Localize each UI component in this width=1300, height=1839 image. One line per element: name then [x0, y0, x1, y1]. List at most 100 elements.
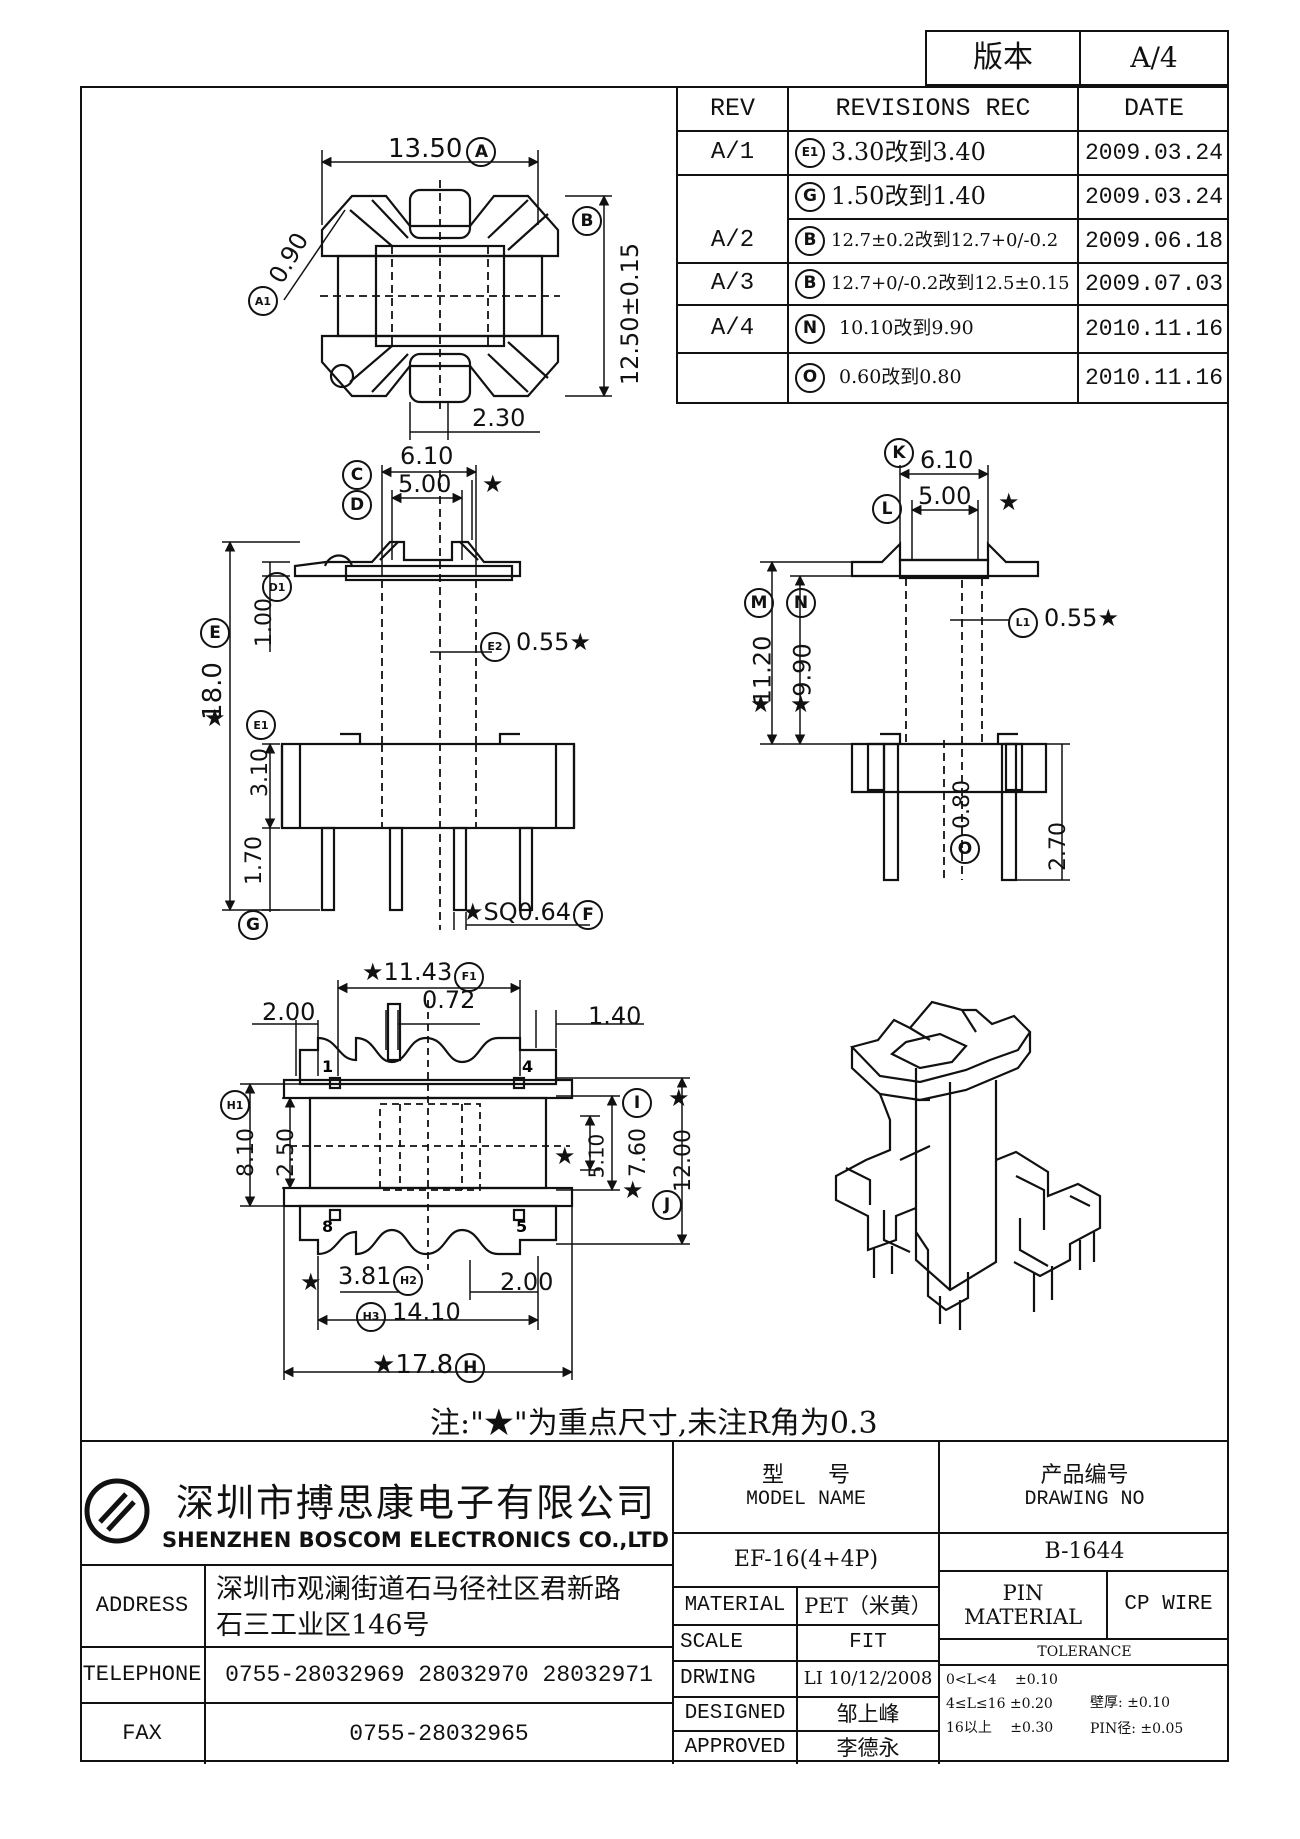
- rec-row-2: G 1.50改到1.40: [789, 176, 1083, 218]
- dim-bottom-f1-star: ★: [362, 958, 384, 986]
- rec-row-2-text: 1.50改到1.40: [831, 182, 986, 211]
- rev-row-3: A/2: [710, 227, 755, 255]
- dim-bottom-j-marker: J: [652, 1190, 688, 1220]
- scale-label: SCALE: [680, 1630, 744, 1654]
- dim-front-e-star: ★: [204, 704, 226, 732]
- dim-a1: 0.90: [263, 228, 314, 288]
- dim-side-l: 5.00: [918, 482, 972, 510]
- date-row-1: 2009.03.24: [1084, 139, 1224, 166]
- pin-8: 8: [322, 1217, 333, 1236]
- dim-bottom-left: 2.00: [262, 998, 316, 1026]
- marker-g: G: [238, 910, 268, 940]
- dim-bottom-mid: 0.72: [422, 986, 476, 1014]
- designed-value: 邹上峰: [836, 1701, 900, 1726]
- dim-bottom-i-value: 7.60: [625, 1128, 651, 1177]
- telephone-label: TELEPHONE: [82, 1662, 202, 1688]
- version-label: 版本: [973, 39, 1033, 75]
- dim-side-n-star: ★: [790, 690, 812, 718]
- dim-front-d1-value: 1.00: [251, 598, 277, 647]
- model-label: 型 号 MODEL NAME: [674, 1442, 938, 1532]
- dim-side-o-value: 0.80: [949, 780, 975, 829]
- dim-front-d-marker: D: [342, 490, 378, 520]
- approved-value: 李德永: [836, 1735, 900, 1760]
- wall-tolerance: 壁厚: ±0.10 PIN径: ±0.05: [1090, 1690, 1183, 1742]
- dim-a1-value: 0.90: [263, 227, 315, 289]
- dim-bottom-i-star: ★: [622, 1176, 644, 1204]
- marker-h2: H2: [393, 1265, 424, 1296]
- dim-side-p: 2.70: [1046, 822, 1071, 871]
- dim-front-e2-value: 0.55: [516, 628, 570, 656]
- dim-b-value: 12.50±0.15: [616, 242, 644, 386]
- date-row-2: 2009.03.24: [1084, 183, 1224, 210]
- marker-j: J: [652, 1190, 682, 1220]
- rec-row-4: B 12.7+0/-0.2改到12.5±0.15: [789, 264, 1083, 304]
- dim-a1-marker: A1: [248, 286, 284, 316]
- dim-b-marker: B: [572, 206, 608, 236]
- revision-table: REV REVISIONS REC DATE A/1 E1 3.30改到3.40…: [676, 88, 1229, 404]
- rec-header: REVISIONS REC: [835, 93, 1031, 123]
- drawing-label-en: DRAWING NO: [1024, 1488, 1145, 1512]
- drawing-frame: [80, 86, 1229, 1762]
- tolerance-1: 0<L<4 ±0.10: [946, 1672, 1058, 1688]
- version-value: A/4: [1130, 40, 1178, 74]
- dim-front-c-marker: C: [342, 460, 378, 490]
- company-name-en: SHENZHEN BOSCOM ELECTRONICS CO.,LTD: [162, 1528, 669, 1552]
- dim-bottom-i-inner: 5.10: [584, 1134, 608, 1179]
- dim-bottom-h2-value: 3.81: [338, 1262, 392, 1290]
- dim-side-l-star: ★: [998, 488, 1020, 516]
- material-label: MATERIAL: [684, 1593, 786, 1617]
- marker-d1: D1: [262, 572, 292, 602]
- dim-bottom-j-star: ★: [668, 1084, 690, 1112]
- side-view: [760, 465, 1070, 882]
- dim-front-d1: 1.00: [252, 598, 277, 647]
- dim-side-l-marker: L: [872, 494, 908, 524]
- tolerance-2: 4≤L≤16 ±0.20: [946, 1696, 1053, 1712]
- rec-row-5: N 10.10改到9.90: [789, 306, 1083, 352]
- dim-front-e-marker: E: [200, 618, 236, 648]
- material-value: PET（米黄）: [804, 1593, 932, 1618]
- drwing-value: LI 10/12/2008: [803, 1667, 933, 1689]
- isometric-view: [834, 1000, 1102, 1330]
- fax-value: 0755-28032965: [349, 1720, 529, 1747]
- dim-side-o: 0.80: [950, 780, 975, 829]
- marker-l1: L1: [1008, 607, 1038, 638]
- dim-front-g: 1.70: [242, 836, 267, 885]
- dim-side-n-value: 9.90: [788, 643, 817, 697]
- dim-front-c: 6.10: [400, 442, 454, 470]
- dim-side-n: 9.90: [789, 643, 817, 696]
- address-label: ADDRESS: [95, 1593, 189, 1619]
- dim-bottom-h1-value: 8.10: [233, 1128, 259, 1177]
- drwing-label: DRWING: [680, 1666, 756, 1690]
- mark-g: G: [795, 182, 825, 212]
- dim-side-o-marker: O: [950, 834, 986, 864]
- pin-material-label-1: PIN: [1002, 1580, 1044, 1605]
- date-row-3: 2009.06.18: [1084, 227, 1224, 254]
- marker-n: N: [786, 588, 816, 618]
- dim-bottom-h-star: ★: [372, 1350, 396, 1380]
- marker-h3: H3: [356, 1301, 386, 1332]
- address-line-2: 石三工业区146号: [216, 1610, 430, 1641]
- dim-bottom-h1b-value: 2.50: [273, 1128, 299, 1177]
- dim-side-k-marker: K: [884, 438, 920, 468]
- mark-o: O: [795, 363, 825, 393]
- dim-side-p-value: 2.70: [1045, 822, 1071, 871]
- marker-e: E: [200, 618, 230, 648]
- marker-f: F: [573, 900, 604, 930]
- rec-row-3: B 12.7±0.2改到12.7+0/-0.2: [789, 220, 1083, 262]
- marker-b: B: [572, 206, 602, 236]
- drawing-value: B-1644: [1044, 1539, 1125, 1565]
- dim-bottom-i-inner-star: ★: [554, 1142, 576, 1170]
- dim-side-m-star: ★: [750, 690, 772, 718]
- dim-bottom-j-value: 12.00: [670, 1129, 696, 1192]
- dim-side-n-marker: N: [786, 588, 822, 618]
- address-value: 深圳市观澜街道石马径社区君新路 石三工业区146号: [216, 1572, 621, 1644]
- marker-e2: E2: [480, 631, 510, 662]
- date-header: DATE: [1123, 93, 1184, 123]
- dim-front-e1-marker: E1: [246, 710, 282, 740]
- model-label-cn: 型 号: [761, 1462, 850, 1488]
- marker-e1: E1: [246, 710, 276, 740]
